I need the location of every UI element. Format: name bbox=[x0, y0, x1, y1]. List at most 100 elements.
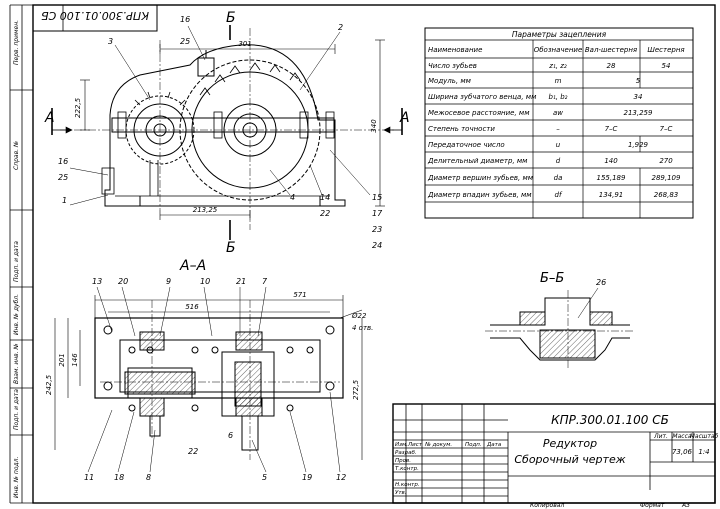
left-strip bbox=[9, 4, 33, 504]
section-bb-view bbox=[485, 287, 635, 370]
callout-8: 8 bbox=[146, 473, 151, 482]
callout-10: 10 bbox=[200, 277, 210, 286]
callout-5: 5 bbox=[262, 473, 267, 482]
callout-6: 6 bbox=[228, 431, 233, 440]
callout-7: 7 bbox=[262, 277, 268, 286]
callout-16-left: 16 bbox=[58, 157, 68, 166]
person-approve: Утв. bbox=[395, 490, 407, 496]
callout-13: 13 bbox=[92, 277, 102, 286]
row-2-v1: 34 bbox=[634, 93, 643, 101]
callout-23: 23 bbox=[372, 225, 382, 234]
callout-3: 3 bbox=[108, 37, 113, 46]
row-3-sym: aw bbox=[553, 109, 563, 117]
callout-24: 24 bbox=[372, 241, 382, 250]
callout-22: 22 bbox=[320, 209, 330, 218]
dim-571: 571 bbox=[293, 291, 306, 299]
params-table bbox=[424, 27, 694, 219]
person-tcontrol: Т.контр. bbox=[395, 466, 419, 472]
callout-15: 15 bbox=[372, 193, 382, 202]
front-view bbox=[60, 25, 395, 240]
row-7-v1: 155,189 bbox=[597, 174, 626, 182]
row-8-v2: 268,83 bbox=[654, 191, 679, 199]
row-4-v2: 7–C bbox=[660, 125, 673, 133]
row-7-v2: 289,109 bbox=[652, 174, 681, 182]
format-value: А3 bbox=[681, 502, 690, 509]
section-aa-leaders bbox=[87, 286, 341, 473]
row-2-name: Ширина зубчатого венца, мм bbox=[428, 93, 537, 101]
dim-201: 201 bbox=[58, 353, 66, 366]
front-dimensions bbox=[51, 39, 403, 220]
dim-146: 146 bbox=[71, 353, 79, 367]
row-list: Лист bbox=[407, 442, 423, 448]
callout-22-aa: 22 bbox=[188, 447, 198, 456]
row-8-sym: df bbox=[555, 191, 563, 199]
row-8-v1: 134,91 bbox=[599, 191, 624, 199]
row-6-v1: 140 bbox=[604, 157, 618, 165]
stamp-box bbox=[32, 4, 158, 32]
strip-label-1: Перв. примен. bbox=[13, 20, 20, 65]
title-subname: Сборочный чертеж bbox=[514, 453, 625, 466]
row-0-name: Число зубьев bbox=[428, 62, 477, 70]
dim-holes: Ø22 bbox=[351, 312, 367, 320]
callout-9: 9 bbox=[166, 277, 171, 286]
person-dev: Разраб. bbox=[395, 450, 417, 456]
table-rows: Число зубьев z₁, z₂ 28 54 Модуль, мм m 5… bbox=[427, 62, 681, 199]
mass-value: 73,06 bbox=[672, 448, 693, 456]
stamp-code: КПР.300.01.100 СБ bbox=[41, 9, 149, 22]
dim-340: 340 bbox=[370, 119, 378, 133]
callout-26: 26 bbox=[596, 278, 606, 287]
row-0-v2: 54 bbox=[662, 62, 671, 70]
row-0-sym: z₁, z₂ bbox=[548, 62, 567, 70]
sheet-frame bbox=[32, 4, 716, 504]
row-1-v1: 5 bbox=[636, 77, 641, 85]
dim-2425: 242,5 bbox=[45, 374, 53, 395]
row-6-v2: 270 bbox=[659, 157, 673, 165]
callout-14: 14 bbox=[320, 193, 330, 202]
row-4-sym: – bbox=[556, 125, 560, 133]
table-header-symbol: Обозначение bbox=[534, 46, 583, 54]
scale-value: 1:4 bbox=[698, 448, 709, 456]
dim-2225: 222,5 bbox=[74, 97, 82, 118]
callout-25-top: 25 bbox=[180, 37, 190, 46]
row-5-name: Передаточное число bbox=[428, 141, 505, 149]
row-7-name: Диаметр вершин зубьев, мм bbox=[427, 174, 534, 182]
section-aa-view bbox=[94, 300, 344, 460]
callout-4: 4 bbox=[290, 193, 295, 202]
person-ncontrol: Н.контр. bbox=[395, 482, 420, 488]
row-8-name: Диаметр впадин зубьев, мм bbox=[427, 191, 532, 199]
row-2-sym: b₁, b₂ bbox=[549, 93, 568, 101]
section-aa-dimensions bbox=[54, 295, 363, 460]
row-6-sym: d bbox=[556, 157, 561, 165]
strip-label-5: Взам. инв. № bbox=[13, 343, 20, 384]
row-sign: Подп. bbox=[465, 442, 482, 448]
marker-a-right: А bbox=[399, 110, 410, 126]
table-header-name: Наименование bbox=[428, 46, 482, 54]
row-0-v1: 28 bbox=[607, 62, 616, 70]
strip-label-3: Подп. и дата bbox=[13, 241, 20, 282]
marker-b-top: Б bbox=[226, 10, 236, 26]
callout-17: 17 bbox=[372, 209, 383, 218]
marker-a-left: А bbox=[44, 110, 55, 126]
row-3-v1: 213,259 bbox=[624, 109, 653, 117]
col-mass: Масса bbox=[672, 433, 691, 440]
row-doc: № докум. bbox=[424, 442, 452, 448]
callout-16-top: 16 bbox=[180, 15, 190, 24]
table-header-pinion: Вал-шестерня bbox=[585, 46, 637, 54]
row-4-name: Степень точности bbox=[428, 125, 495, 133]
dim-21325: 213,25 bbox=[193, 206, 218, 214]
dim-holes-count: 4 отв. bbox=[352, 324, 373, 332]
dim-2725: 272,5 bbox=[352, 379, 360, 400]
callout-20: 20 bbox=[118, 277, 128, 286]
callout-25-left: 25 bbox=[58, 173, 68, 182]
title-block bbox=[392, 403, 716, 504]
row-5-v1: 1,929 bbox=[628, 141, 649, 149]
strip-label-6: Подп. и дата bbox=[13, 389, 20, 430]
row-5-sym: u bbox=[556, 141, 561, 149]
callout-12: 12 bbox=[336, 473, 346, 482]
row-izm: Изм. bbox=[395, 442, 408, 448]
dim-516: 516 bbox=[185, 303, 199, 311]
strip-label-2: Справ. № bbox=[13, 141, 20, 170]
strip-label-4: Инв. № дубл. bbox=[13, 294, 20, 335]
row-3-name: Межосевое расстояние, мм bbox=[428, 109, 530, 117]
